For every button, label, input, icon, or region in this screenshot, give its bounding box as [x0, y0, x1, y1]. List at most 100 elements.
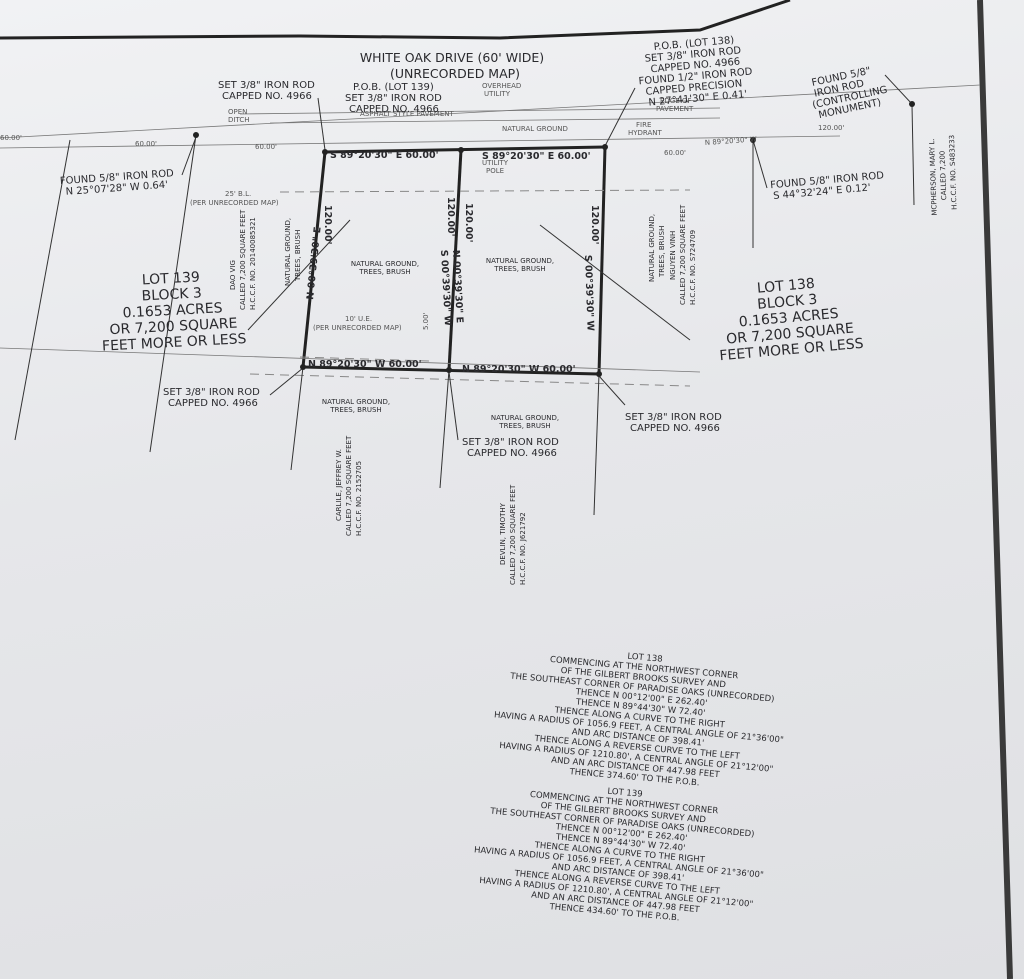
svg-text:LOT 138: LOT 138 [756, 276, 815, 297]
leader [247, 219, 351, 331]
svg-text:TREES, BRUSH: TREES, BRUSH [493, 265, 545, 273]
rear-dash [249, 373, 691, 387]
description-lot-138: LOT 138 COMMENCING AT THE NORTHWEST CORN… [494, 652, 785, 789]
monument-found-left: FOUND 5/8" IRON ROD N 25°07'28" W 0.64' [60, 168, 175, 198]
building-line-ref: (PER UNRECORDED MAP) [190, 199, 279, 207]
svg-text:SET 3/8" IRON ROD: SET 3/8" IRON ROD [345, 93, 442, 104]
leader [604, 87, 636, 147]
iron-rod-marker [193, 132, 199, 138]
svg-text:CALLED 7,200 SQUARE FEET: CALLED 7,200 SQUARE FEET [679, 204, 687, 305]
bearing-west: N 00°39'30" E [305, 226, 324, 300]
svg-text:SET 3/8" IRON ROD: SET 3/8" IRON ROD [218, 80, 315, 91]
road-dimension: 60.00' [0, 134, 22, 142]
svg-text:TREES, BRUSH: TREES, BRUSH [294, 230, 302, 282]
description-lot-139: LOT 139 COMMENCING AT THE NORTHWEST CORN… [474, 787, 765, 924]
ground-note: NATURAL GROUND, TREES, BRUSH [322, 398, 390, 414]
rear-line [0, 347, 701, 373]
fire-label: FIRE [636, 121, 651, 129]
svg-text:CALLED 7,200 SQUARE FEET: CALLED 7,200 SQUARE FEET [509, 484, 517, 585]
length-east: 120.00' [589, 205, 600, 245]
adj-line-1 [14, 139, 71, 441]
svg-text:TREES, BRUSH: TREES, BRUSH [358, 268, 410, 276]
svg-text:CALLED 7,200 SQUARE FEET: CALLED 7,200 SQUARE FEET [345, 435, 353, 536]
svg-text:H.C.C.F. NO. S724709: H.C.C.F. NO. S724709 [689, 230, 697, 305]
building-line-label: 25' B.L. [225, 190, 251, 198]
leader [181, 136, 197, 176]
monument-set-bottom-left: SET 3/8" IRON ROD CAPPED NO. 4966 [163, 387, 260, 409]
ditch-label: DITCH [228, 116, 249, 124]
monument-found-control: FOUND 5/8" IRON ROD (CONTROLLING MONUMEN… [811, 66, 889, 122]
svg-text:SET 3/8" IRON ROD: SET 3/8" IRON ROD [462, 437, 559, 448]
building-line [279, 189, 691, 193]
ue-line [299, 356, 431, 362]
svg-text:NATURAL GROUND,: NATURAL GROUND, [486, 257, 554, 265]
svg-text:H.C.C.F. NO. 20140085321: H.C.C.F. NO. 20140085321 [249, 217, 257, 310]
svg-text:CARLILE, JEFFREY W.: CARLILE, JEFFREY W. [335, 449, 343, 521]
mid-ext [439, 369, 450, 489]
monument-set-bottom-mid: SET 3/8" IRON ROD CAPPED NO. 4966 [462, 437, 559, 459]
svg-text:TREES, BRUSH: TREES, BRUSH [658, 226, 666, 278]
iron-rod-marker [596, 371, 602, 377]
adjoiner-nguyen: NGUYEN VINH CALLED 7,200 SQUARE FEET H.C… [669, 204, 697, 305]
road-edge-line [0, 135, 841, 149]
ground-note: NATURAL GROUND, TREES, BRUSH [491, 414, 559, 430]
svg-text:OR 7,200 SQUARE: OR 7,200 SQUARE [109, 316, 238, 339]
svg-text:LOT 139: LOT 139 [607, 787, 643, 800]
leader [884, 74, 913, 105]
road-subtitle: (UNRECORDED MAP) [390, 66, 520, 81]
road-dimension: 60.00' [135, 140, 157, 148]
svg-text:NATURAL GROUND,: NATURAL GROUND, [351, 260, 419, 268]
middle-boundary [447, 149, 463, 371]
pavement-line [269, 117, 721, 124]
bearing-bottom-left: N 89°20'30" W 60.00' [308, 359, 422, 370]
pole-label: POLE [486, 167, 504, 175]
pavement-line [239, 107, 721, 115]
bearing-mid-a: S 00°39'30" W [438, 250, 453, 327]
length-west: 120.00' [322, 205, 333, 245]
bearing-top-left: S 89°20'30" E 60.00' [330, 150, 438, 161]
monument-set-bottom-right: SET 3/8" IRON ROD CAPPED NO. 4966 [625, 412, 722, 434]
open-ditch-label: OPEN [228, 108, 247, 116]
bearing-top-right: S 89°20'30" E 60.00' [482, 151, 590, 162]
svg-text:CALLED 7,200 SQUARE FEET: CALLED 7,200 SQUARE FEET [239, 209, 247, 310]
iron-rod-marker [602, 144, 608, 150]
svg-text:DAO VIG: DAO VIG [229, 260, 237, 290]
leader [448, 371, 459, 441]
utility-pole-label: UTILITY [482, 159, 509, 167]
svg-text:BLOCK 3: BLOCK 3 [757, 292, 818, 313]
iron-rod-marker [750, 137, 756, 143]
easement-label: 10' U.E. [345, 315, 372, 323]
hydrant-label: HYDRANT [628, 129, 663, 137]
east-boundary [597, 146, 607, 375]
ground-note: NATURAL GROUND, TREES, BRUSH [486, 257, 554, 273]
iron-rod-marker [446, 367, 452, 373]
utility-label: UTILITY [484, 90, 511, 98]
svg-text:NATURAL GROUND,: NATURAL GROUND, [322, 398, 390, 406]
leader [539, 224, 691, 341]
adjoiner-tree-brush: NATURAL GROUND, TREES, BRUSH [648, 214, 666, 282]
adjoiner-dao: DAO VIG CALLED 7,200 SQUARE FEET H.C.C.F… [229, 209, 257, 310]
road-bearing: N 89°20'30" W [705, 135, 757, 147]
road-dimension: 60.00' [255, 143, 277, 151]
svg-text:H.C.C.F. NO. S483233: H.C.C.F. NO. S483233 [948, 135, 959, 210]
leader [752, 139, 768, 189]
adjoiner-devlin: DEVLIN, TIMOTHY CALLED 7,200 SQUARE FEET… [499, 484, 527, 585]
svg-text:LOT 139: LOT 139 [141, 269, 200, 288]
svg-text:SET 3/8" IRON ROD: SET 3/8" IRON ROD [625, 412, 722, 423]
svg-text:NATURAL GROUND,: NATURAL GROUND, [491, 414, 559, 422]
svg-text:DEVLIN, TIMOTHY: DEVLIN, TIMOTHY [499, 502, 507, 565]
sheet-edge [977, 0, 1013, 979]
bearing-bottom-right: N 89°20'30" W 60.00' [462, 364, 576, 375]
svg-text:NGUYEN VINH: NGUYEN VINH [669, 231, 677, 280]
leader [317, 97, 326, 151]
road-dimension: 120.00' [818, 124, 844, 132]
iron-rod-marker [300, 364, 306, 370]
length-mid-b: 120.00' [463, 203, 474, 243]
monument-set-top-left: SET 3/8" IRON ROD CAPPED NO. 4966 [218, 80, 315, 102]
edge-label: EDGE OF [660, 97, 691, 105]
adjoiner-carlile: CARLILE, JEFFREY W. CALLED 7,200 SQUARE … [335, 435, 363, 536]
svg-text:BLOCK 3: BLOCK 3 [141, 285, 202, 304]
leader [598, 375, 626, 406]
